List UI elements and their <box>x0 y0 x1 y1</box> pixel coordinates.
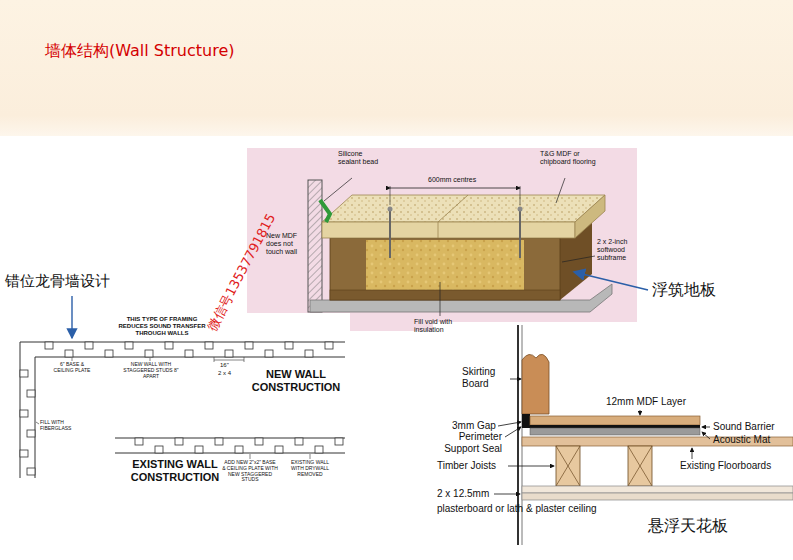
part-label: Sound Barrier <box>713 421 775 433</box>
part-label: T&G MDF or chipboard flooring <box>540 150 604 166</box>
figure-heading: NEW WALL CONSTRUCTION <box>250 368 342 393</box>
part-label: plasterboard or lath & plaster ceiling <box>437 503 597 515</box>
part-label: 3mm Gap <box>452 420 496 432</box>
part-label: Skirting Board <box>462 366 508 389</box>
part-label: 6" BASE & CEILING PLATE <box>50 362 94 374</box>
staggered-stud-figure <box>0 313 350 543</box>
part-label: Acoustic Mat <box>713 434 770 446</box>
slide-title: 墙体结构(Wall Structure) <box>45 42 235 60</box>
part-label: ADD NEW 2"x2" BASE & CEILING PLATE WITH … <box>222 460 278 483</box>
part-label: 2 x 12.5mm <box>437 488 489 500</box>
section-label: 错位龙骨墙设计 <box>5 273 110 290</box>
header-band <box>0 0 793 136</box>
note-label: THIS TYPE OF FRAMING REDUCES SOUND TRANS… <box>118 316 206 337</box>
part-label: Perimeter Support Seal <box>436 431 502 454</box>
floating-floor-pointer <box>574 272 648 290</box>
part-label: Existing Floorboards <box>680 460 771 472</box>
dimension-label: 16" <box>220 362 229 369</box>
stud-wall-pointer <box>72 296 73 338</box>
section-label: 悬浮天花板 <box>648 517 728 535</box>
part-label: New MDF does not touch wall <box>266 232 306 256</box>
part-label: EXISTING WALL WITH DRYWALL REMOVED <box>284 460 336 477</box>
part-label: 12mm MDF Layer <box>606 396 686 408</box>
floating-floor-figure <box>247 148 637 331</box>
section-label: 浮筑地板 <box>652 281 716 299</box>
dimension-label: 2 x 4 <box>218 370 231 377</box>
part-label: Fill void with insulation <box>414 318 476 334</box>
part-label: FILL WITH FIBERGLASS <box>40 420 72 432</box>
figure-heading: EXISTING WALL CONSTRUCTION <box>120 458 230 483</box>
part-label: 2 x 2-inch softwood subframe <box>597 238 637 262</box>
dimension-label: 600mm centres <box>428 176 476 184</box>
part-label: Timber Joists <box>437 460 496 472</box>
part-label: Silicone sealant bead <box>338 150 384 166</box>
suspended-ceiling-figure <box>433 322 793 545</box>
part-label: NEW WALL WITH STAGGERED STUDS 8" APART <box>122 362 180 379</box>
